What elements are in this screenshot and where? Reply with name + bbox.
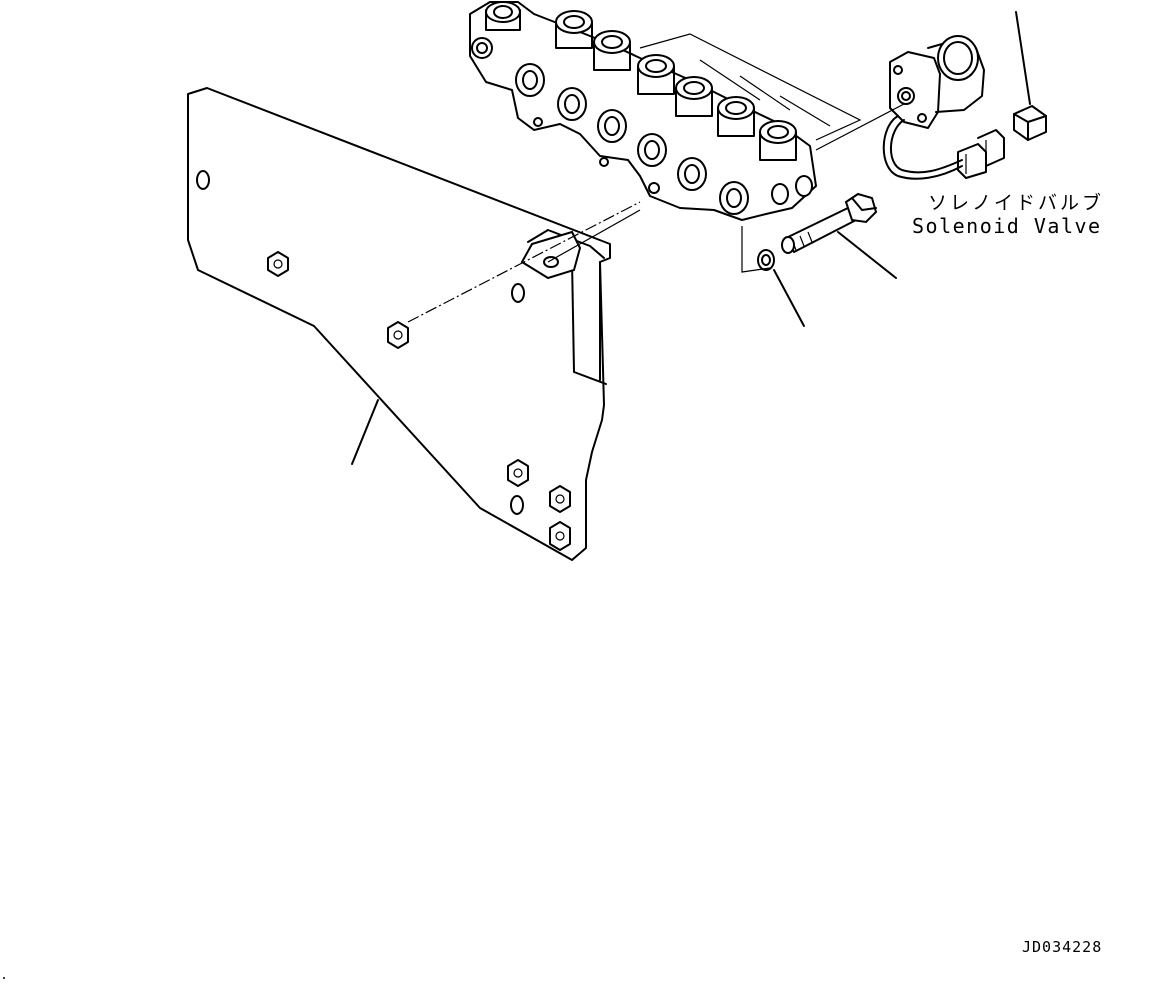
side-port [557,87,587,121]
leader-line [837,231,897,279]
side-port [515,63,545,97]
valve-block [469,1,862,221]
valve-port [555,10,593,49]
solenoid-valve-label-en: Solenoid Valve [912,214,1102,238]
valve-port [717,96,755,137]
valve-port [759,120,797,161]
side-port [471,37,493,59]
washer [757,249,805,327]
weld-nut [507,459,529,487]
connector [882,115,1005,180]
bolt [781,192,897,279]
side-port [771,175,813,205]
valve-port [485,1,521,31]
marker-cube-icon [1013,11,1047,141]
side-port [637,133,667,167]
weld-nut [549,521,571,551]
leader-line [773,269,805,327]
solenoid-coil [889,35,985,129]
solenoid-valve-label-jp: ソレノイドバルブ [928,192,1105,214]
side-port [677,157,707,191]
valve-port [593,30,631,71]
valve-port [637,54,675,95]
weld-nut [387,321,409,349]
weld-nut [267,251,289,277]
valve-port [675,76,713,117]
weld-nut [549,485,571,513]
side-port [719,181,749,215]
leader-line [1015,11,1031,105]
drawing-number: JD034228 [1022,938,1103,956]
bracket-plate [187,87,641,561]
side-port [597,109,627,143]
leader-line [351,399,379,465]
